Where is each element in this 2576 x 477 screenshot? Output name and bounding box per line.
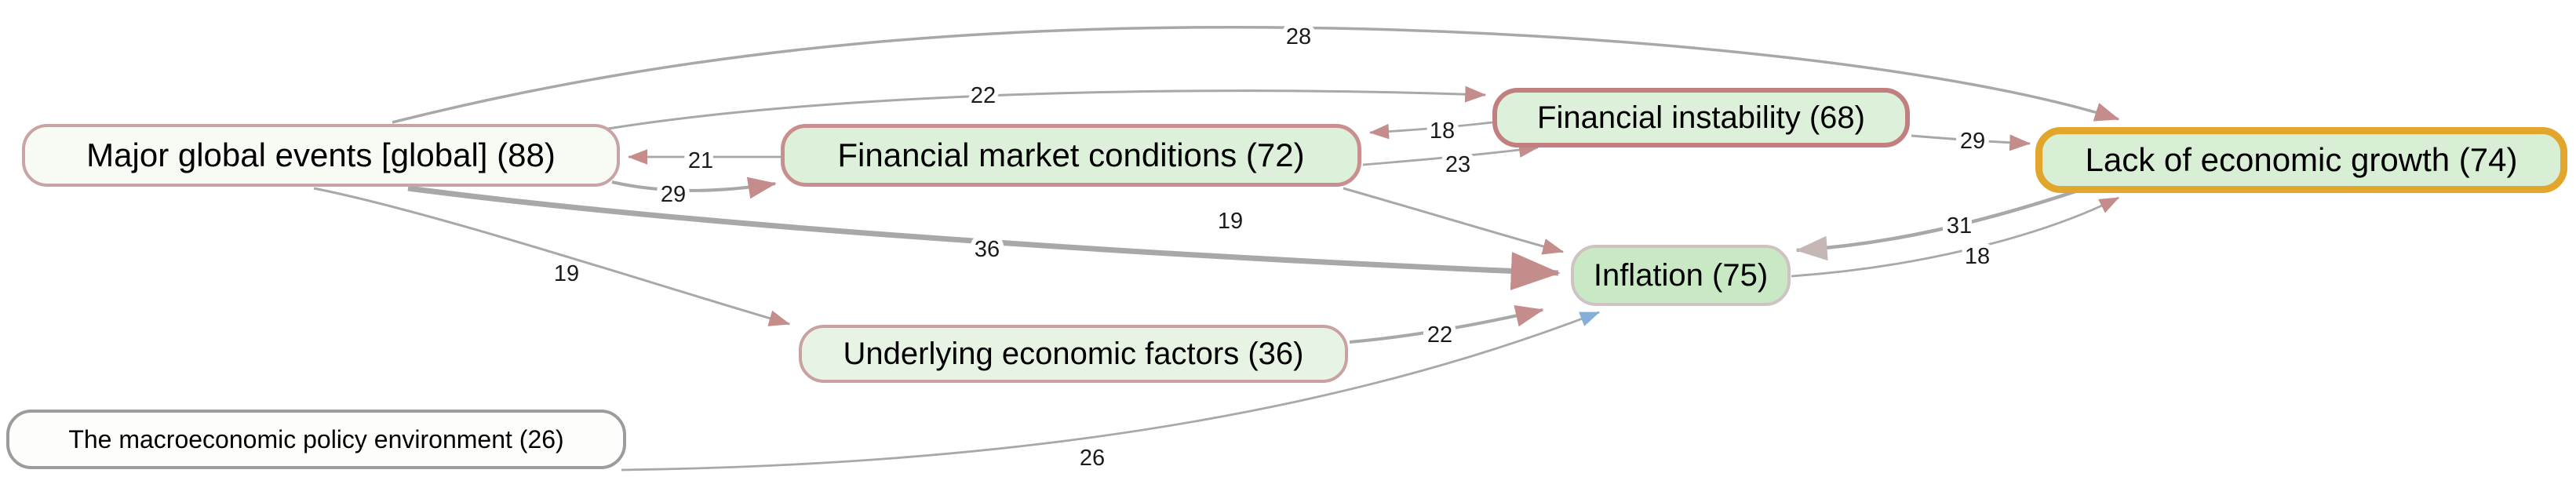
edge-weight-label: 22: [1427, 322, 1452, 348]
node-financial-market-conditions[interactable]: Financial market conditions (72): [781, 124, 1361, 187]
edge-weight-label: 18: [1965, 244, 1990, 269]
edge-major-global-events-to-financial-market-conditions: [611, 177, 777, 199]
edge-weight-label: 23: [1445, 152, 1470, 177]
edge-weight-label: 19: [554, 261, 579, 286]
edge-major-global-events-to-lack-of-economic-growth: [392, 25, 2120, 124]
edge-weight-label: 26: [1080, 446, 1105, 471]
node-major-global-events[interactable]: Major global events [global] (88): [22, 124, 620, 187]
edge-weight-label: 29: [1960, 129, 1985, 154]
edge-financial-market-conditions-to-inflation: [1343, 187, 1565, 255]
edge-macroeconomic-policy-environment-to-inflation: [621, 311, 1601, 472]
edge-weight-label: 29: [661, 182, 686, 207]
edge-weight-label: 18: [1430, 118, 1455, 144]
edge-weight-label: 19: [1218, 209, 1243, 234]
edge-financial-market-conditions-to-financial-instability: [1362, 142, 1539, 166]
edge-weight-label: 36: [975, 237, 1000, 262]
edge-major-global-events-to-inflation: [407, 185, 1561, 290]
edge-financial-instability-to-lack-of-economic-growth: [1911, 134, 2031, 151]
node-the-macroeconomic-policy-environment[interactable]: The macroeconomic policy environment (26…: [6, 410, 626, 469]
edge-weight-label: 28: [1286, 24, 1311, 49]
edge-weight-label: 21: [688, 148, 713, 173]
edge-lack-of-economic-growth-to-inflation: [1795, 189, 2076, 261]
edge-major-global-events-to-financial-instability: [607, 86, 1487, 130]
edge-weight-label: 31: [1947, 213, 1972, 238]
edge-inflation-to-lack-of-economic-growth: [1791, 196, 2120, 278]
edge-major-global-events-to-underlying-economic-factors: [313, 187, 791, 326]
node-lack-of-economic-growth[interactable]: Lack of economic growth (74): [2035, 127, 2567, 193]
node-financial-instability[interactable]: Financial instability (68): [1492, 88, 1910, 147]
edge-weight-label: 22: [971, 83, 996, 108]
edge-underlying-economic-factors-to-inflation: [1349, 304, 1544, 344]
edge-financial-instability-to-financial-market-conditions: [1368, 121, 1493, 140]
node-underlying-economic-factors[interactable]: Underlying economic factors (36): [799, 325, 1348, 383]
node-inflation[interactable]: Inflation (75): [1571, 245, 1791, 306]
